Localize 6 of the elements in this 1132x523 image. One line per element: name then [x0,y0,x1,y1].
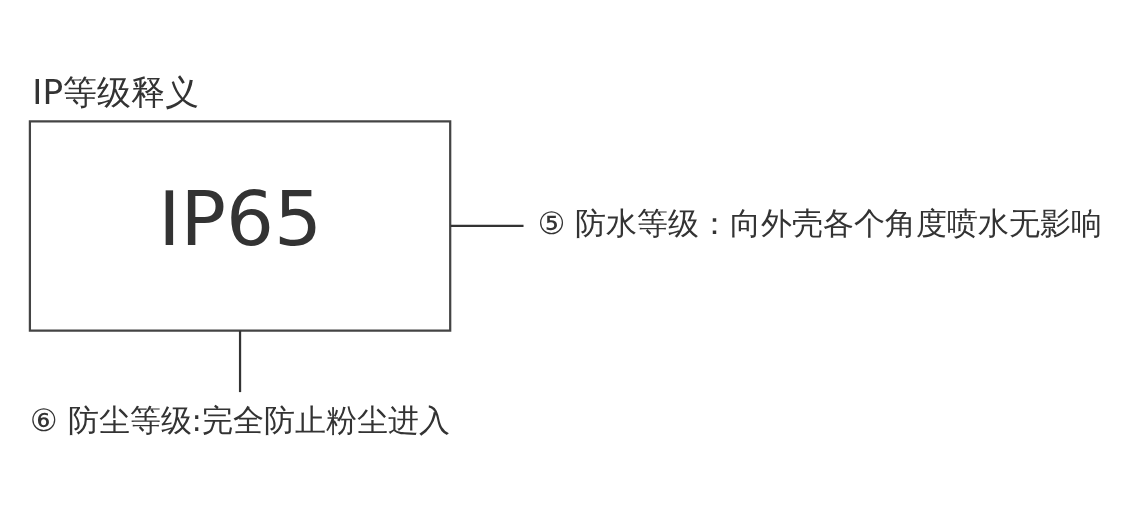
diagram-title: IP等级释义 [32,71,200,112]
node-box: IP65 [28,119,452,332]
connector [238,330,242,392]
connector [450,224,524,227]
node-text: ⑤ 防水等级：向外壳各个角度喷水无影响 [537,204,1103,241]
node-text: ⑥ 防尘等级:完全防止粉尘进入 [30,401,450,438]
